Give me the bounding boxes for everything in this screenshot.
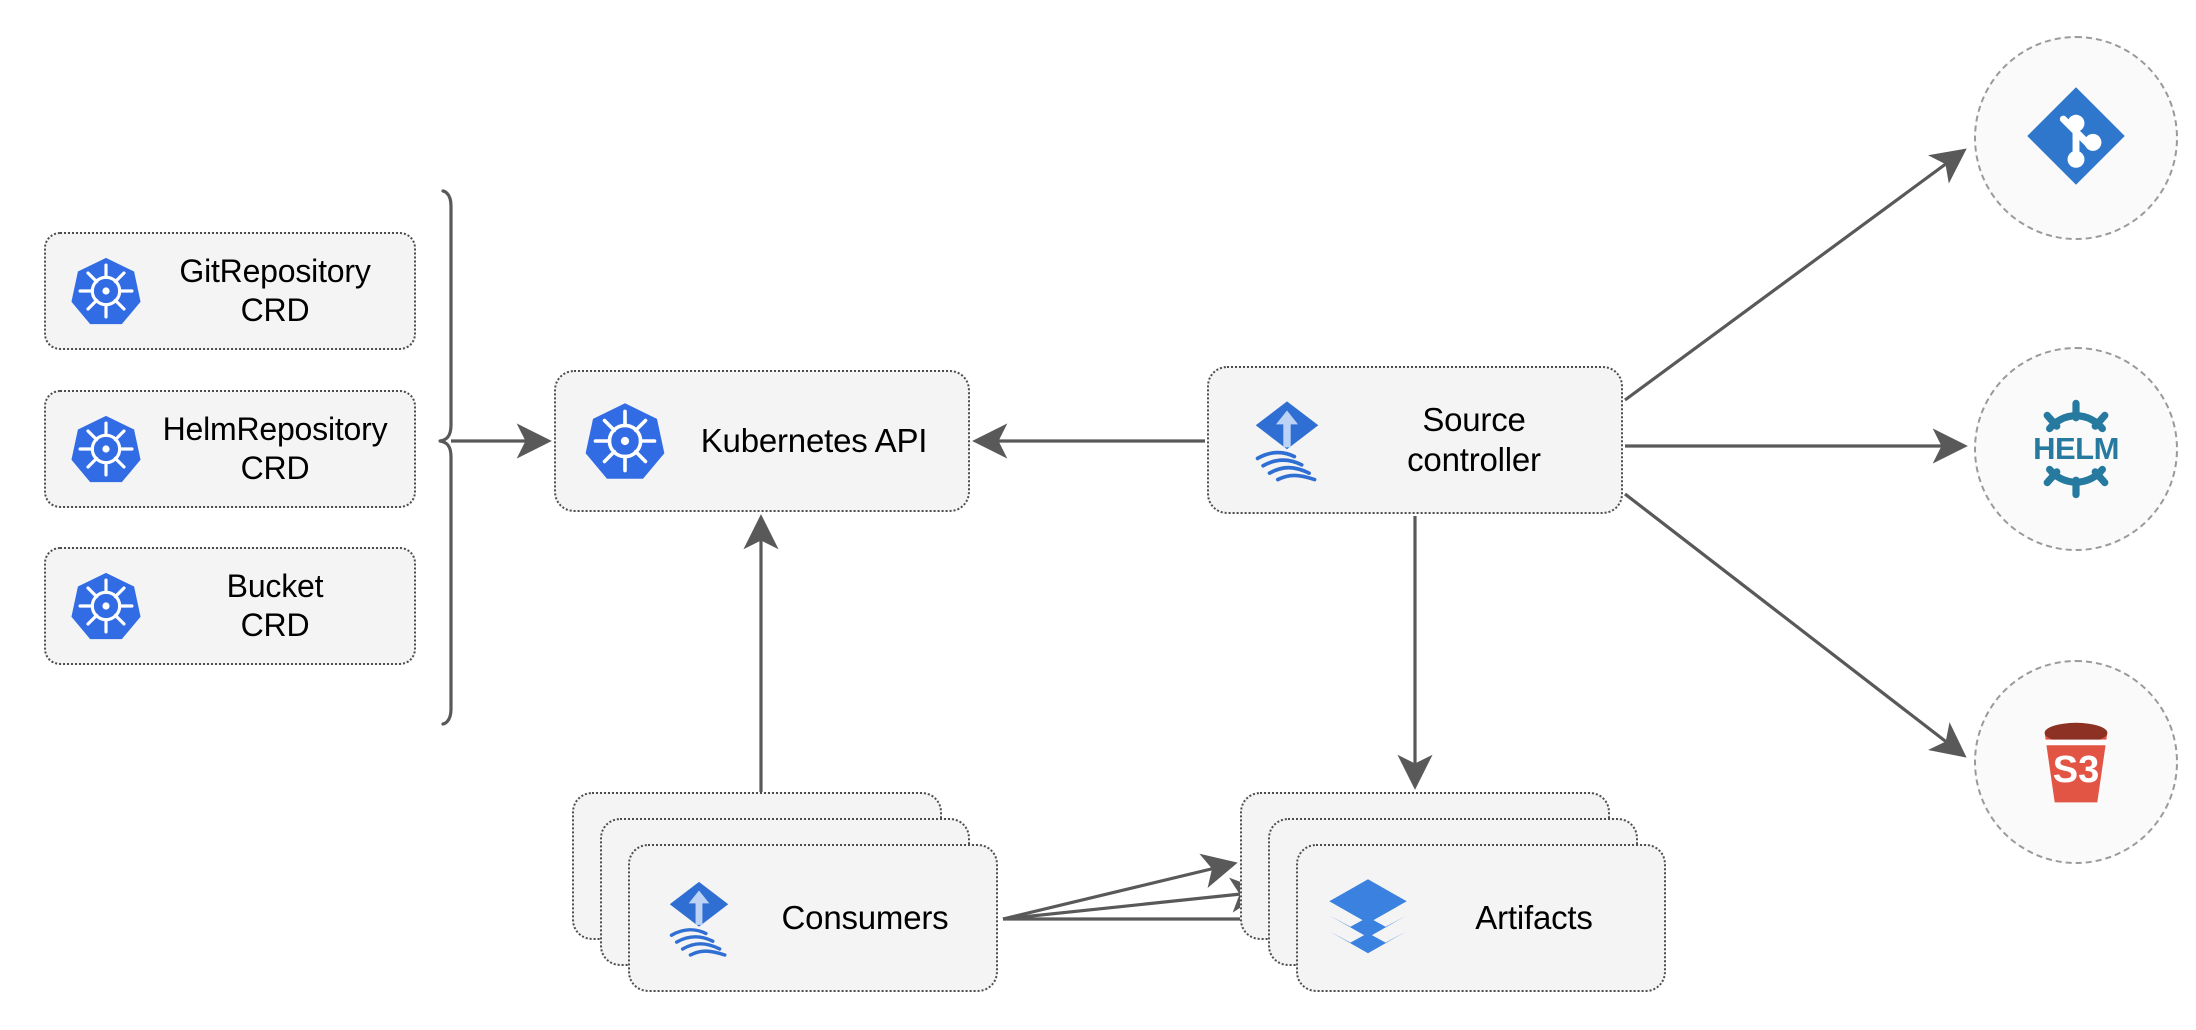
helm-icon: HELM [2016, 389, 2136, 509]
crd-label: GitRepository CRD [179, 252, 371, 328]
crd-label: Bucket CRD [226, 567, 324, 643]
node-label: Kubernetes API [700, 421, 928, 459]
s3-wordmark: S3 [2052, 748, 2100, 791]
node-label: Consumers [781, 898, 949, 936]
helm-wordmark: HELM [2033, 431, 2119, 466]
node-label: Source controller [1407, 400, 1541, 478]
artifacts-stack-layer-front[interactable]: Artifacts [1296, 844, 1666, 992]
edge-consumers-to-artifacts-top [1002, 853, 1238, 921]
edge-consumers-to-artifacts-middle [1002, 877, 1266, 921]
crd-card-gitrepository[interactable]: GitRepository CRD [44, 232, 416, 350]
consumers-stack-layer-front[interactable]: Consumers [628, 844, 998, 992]
endpoint-helm[interactable]: HELM [1974, 347, 2178, 551]
endpoint-s3[interactable]: S3 [1974, 660, 2178, 864]
node-consumers[interactable]: Consumers [572, 792, 1002, 996]
crd-label: HelmRepository CRD [162, 410, 388, 486]
layers-icon [1324, 874, 1412, 962]
flux-icon [1241, 394, 1333, 486]
edge-source-controller-to-s3 [1624, 492, 1967, 758]
flux-icon [656, 875, 742, 961]
s3-icon: S3 [2020, 706, 2132, 818]
git-icon [2023, 83, 2129, 194]
endpoint-git[interactable] [1974, 36, 2178, 240]
crd-group-bracket [438, 189, 453, 726]
edge-source-controller-to-git [1624, 148, 1967, 402]
node-source-controller[interactable]: Source controller [1207, 366, 1623, 514]
kubernetes-icon [70, 255, 142, 327]
kubernetes-icon [70, 413, 142, 485]
kubernetes-icon [584, 400, 666, 482]
node-label: Artifacts [1475, 898, 1593, 936]
node-artifacts[interactable]: Artifacts [1240, 792, 1670, 996]
crd-card-bucket[interactable]: Bucket CRD [44, 547, 416, 665]
kubernetes-icon [70, 570, 142, 642]
node-kubernetes-api[interactable]: Kubernetes API [554, 370, 970, 512]
crd-card-helmrepository[interactable]: HelmRepository CRD [44, 390, 416, 508]
